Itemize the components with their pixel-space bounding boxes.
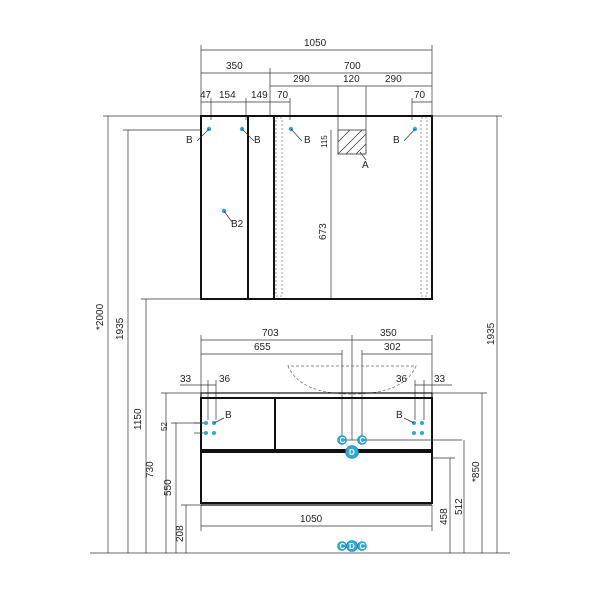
dim-width-655: 655: [254, 342, 271, 353]
dim-h-730: 730: [145, 461, 156, 478]
dim-total-height: *2000: [95, 303, 106, 330]
dim-bottom-width: 1050: [300, 514, 323, 525]
dim-right-part-b: 120: [343, 74, 360, 85]
dim-small-vertical: 115: [320, 135, 329, 148]
dim-right-part-c: 290: [385, 74, 402, 85]
dim-h-458: 458: [439, 508, 450, 525]
marker-c-left: C: [340, 436, 346, 445]
dim-right-height: 1935: [486, 322, 497, 345]
dim-h-512: 512: [454, 498, 465, 515]
label-b-6: B: [396, 410, 403, 421]
dim-off-36-left: 36: [219, 374, 231, 385]
side-dimension-lines: [90, 115, 510, 554]
vanity-right-dims: [432, 392, 487, 553]
dim-overall-width: 1050: [304, 38, 327, 49]
floor-marker-c-right: C: [360, 542, 366, 551]
dim-shelf-height: 673: [318, 223, 329, 240]
dim-left-b: 154: [219, 90, 236, 101]
dim-h-208: 208: [175, 525, 186, 542]
vanity-left-dims: [161, 392, 204, 553]
dim-right-part-a: 290: [293, 74, 310, 85]
marker-c-right: C: [360, 436, 366, 445]
dim-left-c: 149: [251, 90, 268, 101]
dim-inner-right: 70: [414, 90, 426, 101]
floor-marker-c-left: C: [340, 542, 346, 551]
label-b-1: B: [186, 135, 193, 146]
dim-right-section: 700: [344, 61, 361, 72]
vanity-dimension-lines: [180, 335, 452, 440]
dim-width-703: 703: [262, 328, 279, 339]
dim-mirror-bottom: 1150: [133, 408, 144, 430]
label-b-2: B: [254, 135, 261, 146]
label-b-5: B: [225, 410, 232, 421]
dim-left-a: 47: [200, 90, 212, 101]
dim-off-36-right: 36: [396, 374, 408, 385]
label-a: A: [362, 160, 369, 171]
bottom-width-line: [200, 505, 433, 531]
dim-width-302: 302: [384, 342, 401, 353]
marker-d: D: [349, 448, 355, 457]
vanity-markers: [194, 417, 462, 441]
dim-off-33-right: 33: [434, 374, 446, 385]
label-b-4: B: [393, 135, 400, 146]
dim-width-350: 350: [380, 328, 397, 339]
mirror-cabinet: [200, 115, 433, 300]
vanity-cabinet: [200, 392, 433, 506]
connection-markers: [337, 435, 367, 459]
top-dimension-lines: [200, 45, 433, 130]
dim-h-52: 52: [160, 422, 169, 431]
floor-marker-d: D: [349, 542, 355, 551]
dim-inner-left: 70: [277, 90, 289, 101]
label-b-3: B: [304, 135, 311, 146]
label-b2: B2: [231, 219, 244, 230]
mirror-markers: [196, 126, 418, 223]
dim-h-550: 550: [163, 479, 174, 496]
dim-h-850: *850: [471, 461, 482, 482]
floor-markers: [337, 540, 367, 552]
dim-off-33-left: 33: [180, 374, 192, 385]
dim-left-section: 350: [226, 61, 243, 72]
dim-left-height: 1935: [115, 317, 126, 340]
